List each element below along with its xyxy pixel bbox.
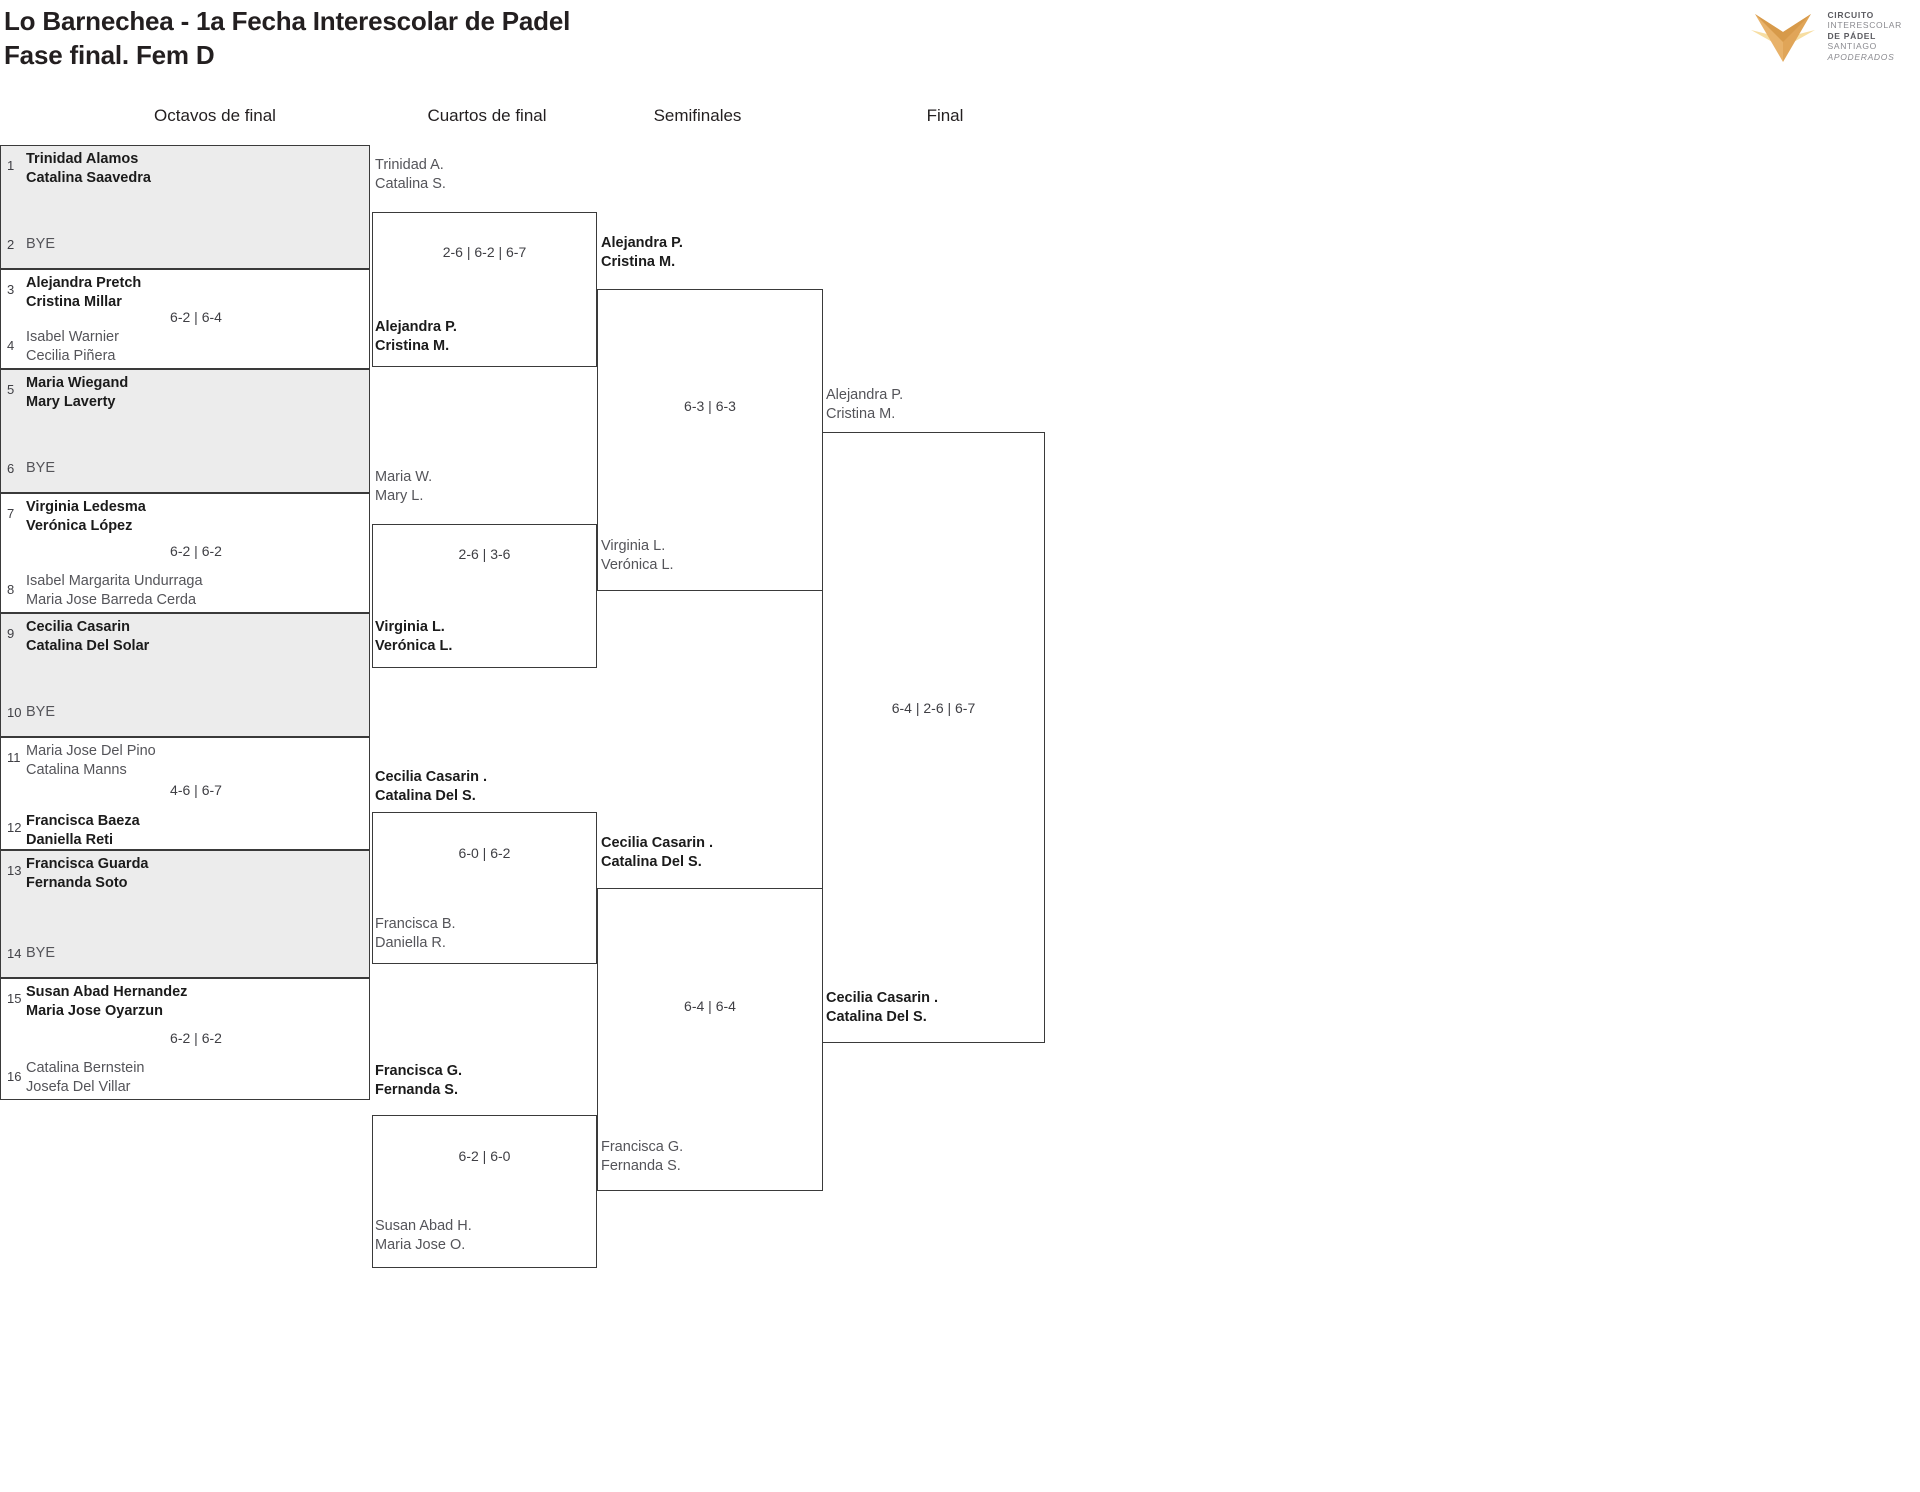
r1-match-1[interactable]: 1 Trinidad Alamos Catalina Saavedra 2 BY…: [0, 145, 370, 269]
match-score: 6-0 | 6-2: [458, 845, 511, 861]
round-header-final: Final: [926, 106, 964, 125]
team-name: Maria Wiegand Mary Laverty: [26, 375, 129, 410]
round-header-cuartos: Cuartos de final: [427, 106, 547, 125]
seed-number: 12: [7, 820, 22, 835]
seed-number: 14: [7, 946, 22, 961]
tournament-logo: CIRCUITO INTERESCOLAR DE PÁDEL SANTIAGO …: [1749, 8, 1902, 64]
r2-match-2[interactable]: [372, 524, 597, 668]
seed-number: 2: [7, 237, 15, 252]
seed-number: 13: [7, 863, 22, 878]
team-name: BYE: [26, 704, 56, 720]
team-name: BYE: [26, 236, 56, 252]
match-score: 6-2 | 6-2: [170, 1030, 222, 1046]
team-name: Virginia Ledesma Verónica López: [26, 499, 146, 534]
match-score: 4-6 | 6-7: [170, 782, 222, 798]
match-score: 6-4 | 2-6 | 6-7: [891, 700, 976, 716]
round-header-octavos: Octavos de final: [154, 106, 276, 125]
r2-slot-top: Cecilia Casarin . Catalina Del S.: [375, 769, 488, 804]
match-score: 2-6 | 6-2 | 6-7: [442, 244, 527, 260]
seed-number: 1: [7, 158, 15, 173]
logo-line-4: SANTIAGO: [1827, 41, 1877, 52]
team-name: Susan Abad Hernandez Maria Jose Oyarzun: [26, 984, 188, 1019]
r1-match-5[interactable]: 9 Cecilia Casarin Catalina Del Solar 10 …: [0, 613, 370, 737]
r4-slot-bottom-champion: Cecilia Casarin . Catalina Del S.: [826, 990, 939, 1025]
r2-match-1[interactable]: [372, 212, 597, 367]
seed-number: 15: [7, 991, 22, 1006]
match-score: 6-3 | 6-3: [684, 398, 736, 414]
match-score: 6-2 | 6-2: [170, 543, 222, 559]
logo-line-2: INTERESCOLAR: [1827, 20, 1902, 31]
team-name: Isabel Warnier Cecilia Piñera: [26, 329, 119, 364]
match-score: 6-4 | 6-4: [684, 998, 736, 1014]
seed-number: 4: [7, 338, 15, 353]
r2-slot-bottom: Susan Abad H. Maria Jose O.: [375, 1218, 472, 1253]
r2-match-4[interactable]: [372, 1115, 597, 1268]
team-name: Francisca Guarda Fernanda Soto: [26, 856, 149, 891]
r3-slot-top: Cecilia Casarin . Catalina Del S.: [601, 835, 714, 870]
r2-slot-top: Maria W. Mary L.: [375, 469, 433, 504]
seed-number: 7: [7, 506, 15, 521]
r2-slot-top: Trinidad A. Catalina S.: [375, 157, 446, 192]
seed-number: 3: [7, 282, 15, 297]
seed-number: 5: [7, 382, 15, 397]
logo-wordmark: CIRCUITO INTERESCOLAR DE PÁDEL SANTIAGO …: [1827, 10, 1902, 63]
match-score: 6-2 | 6-4: [170, 309, 222, 325]
r2-slot-top: Francisca G. Fernanda S.: [375, 1063, 463, 1098]
r3-slot-bottom: Francisca G. Fernanda S.: [601, 1139, 684, 1174]
team-name: Catalina Bernstein Josefa Del Villar: [26, 1060, 145, 1095]
seed-number: 6: [7, 461, 15, 476]
r1-match-6[interactable]: 11 Maria Jose Del Pino Catalina Manns 12…: [0, 737, 370, 850]
r1-match-3[interactable]: 5 Maria Wiegand Mary Laverty 6 BYE: [0, 369, 370, 493]
r1-match-2[interactable]: 3 Alejandra Pretch Cristina Millar 4 Isa…: [0, 269, 370, 369]
logo-line-5: APODERADOS: [1827, 51, 1895, 62]
team-name: Isabel Margarita Undurraga Maria Jose Ba…: [26, 573, 203, 608]
r2-slot-bottom: Francisca B. Daniella R.: [375, 916, 456, 951]
team-name: BYE: [26, 945, 56, 961]
seed-number: 11: [7, 750, 21, 765]
r2-slot-bottom: Alejandra P. Cristina M.: [375, 319, 457, 354]
r1-match-8[interactable]: 15 Susan Abad Hernandez Maria Jose Oyarz…: [0, 978, 370, 1100]
team-name: Maria Jose Del Pino Catalina Manns: [26, 743, 156, 778]
r1-match-7[interactable]: 13 Francisca Guarda Fernanda Soto 14 BYE: [0, 850, 370, 978]
seed-number: 8: [7, 582, 15, 597]
team-name: Trinidad Alamos Catalina Saavedra: [26, 151, 151, 186]
r4-match-final[interactable]: [822, 432, 1045, 1043]
match-score: 6-2 | 6-0: [458, 1148, 511, 1164]
r3-slot-bottom: Virginia L. Verónica L.: [601, 538, 674, 573]
round-header-semifinales: Semifinales: [653, 106, 742, 125]
r1-match-4[interactable]: 7 Virginia Ledesma Verónica López 8 Isab…: [0, 493, 370, 613]
seed-number: 9: [7, 626, 15, 641]
r2-slot-bottom: Virginia L. Verónica L.: [375, 619, 453, 654]
team-name: Alejandra Pretch Cristina Millar: [26, 275, 142, 310]
team-name: Francisca Baeza Daniella Reti: [26, 813, 140, 848]
page-title: Lo Barnechea - 1a Fecha Interescolar de …: [4, 6, 571, 70]
seed-number: 16: [7, 1069, 22, 1084]
r4-slot-top: Alejandra P. Cristina M.: [826, 387, 904, 422]
r2-match-3[interactable]: [372, 812, 597, 964]
team-name: Cecilia Casarin Catalina Del Solar: [26, 619, 150, 654]
match-score: 2-6 | 3-6: [458, 546, 511, 562]
team-name: BYE: [26, 460, 56, 476]
logo-chevron-icon: [1749, 8, 1817, 64]
r3-slot-top: Alejandra P. Cristina M.: [601, 235, 683, 270]
logo-line-3: DE PÁDEL: [1827, 30, 1877, 41]
seed-number: 10: [7, 705, 22, 720]
logo-line-1: CIRCUITO: [1827, 9, 1874, 20]
